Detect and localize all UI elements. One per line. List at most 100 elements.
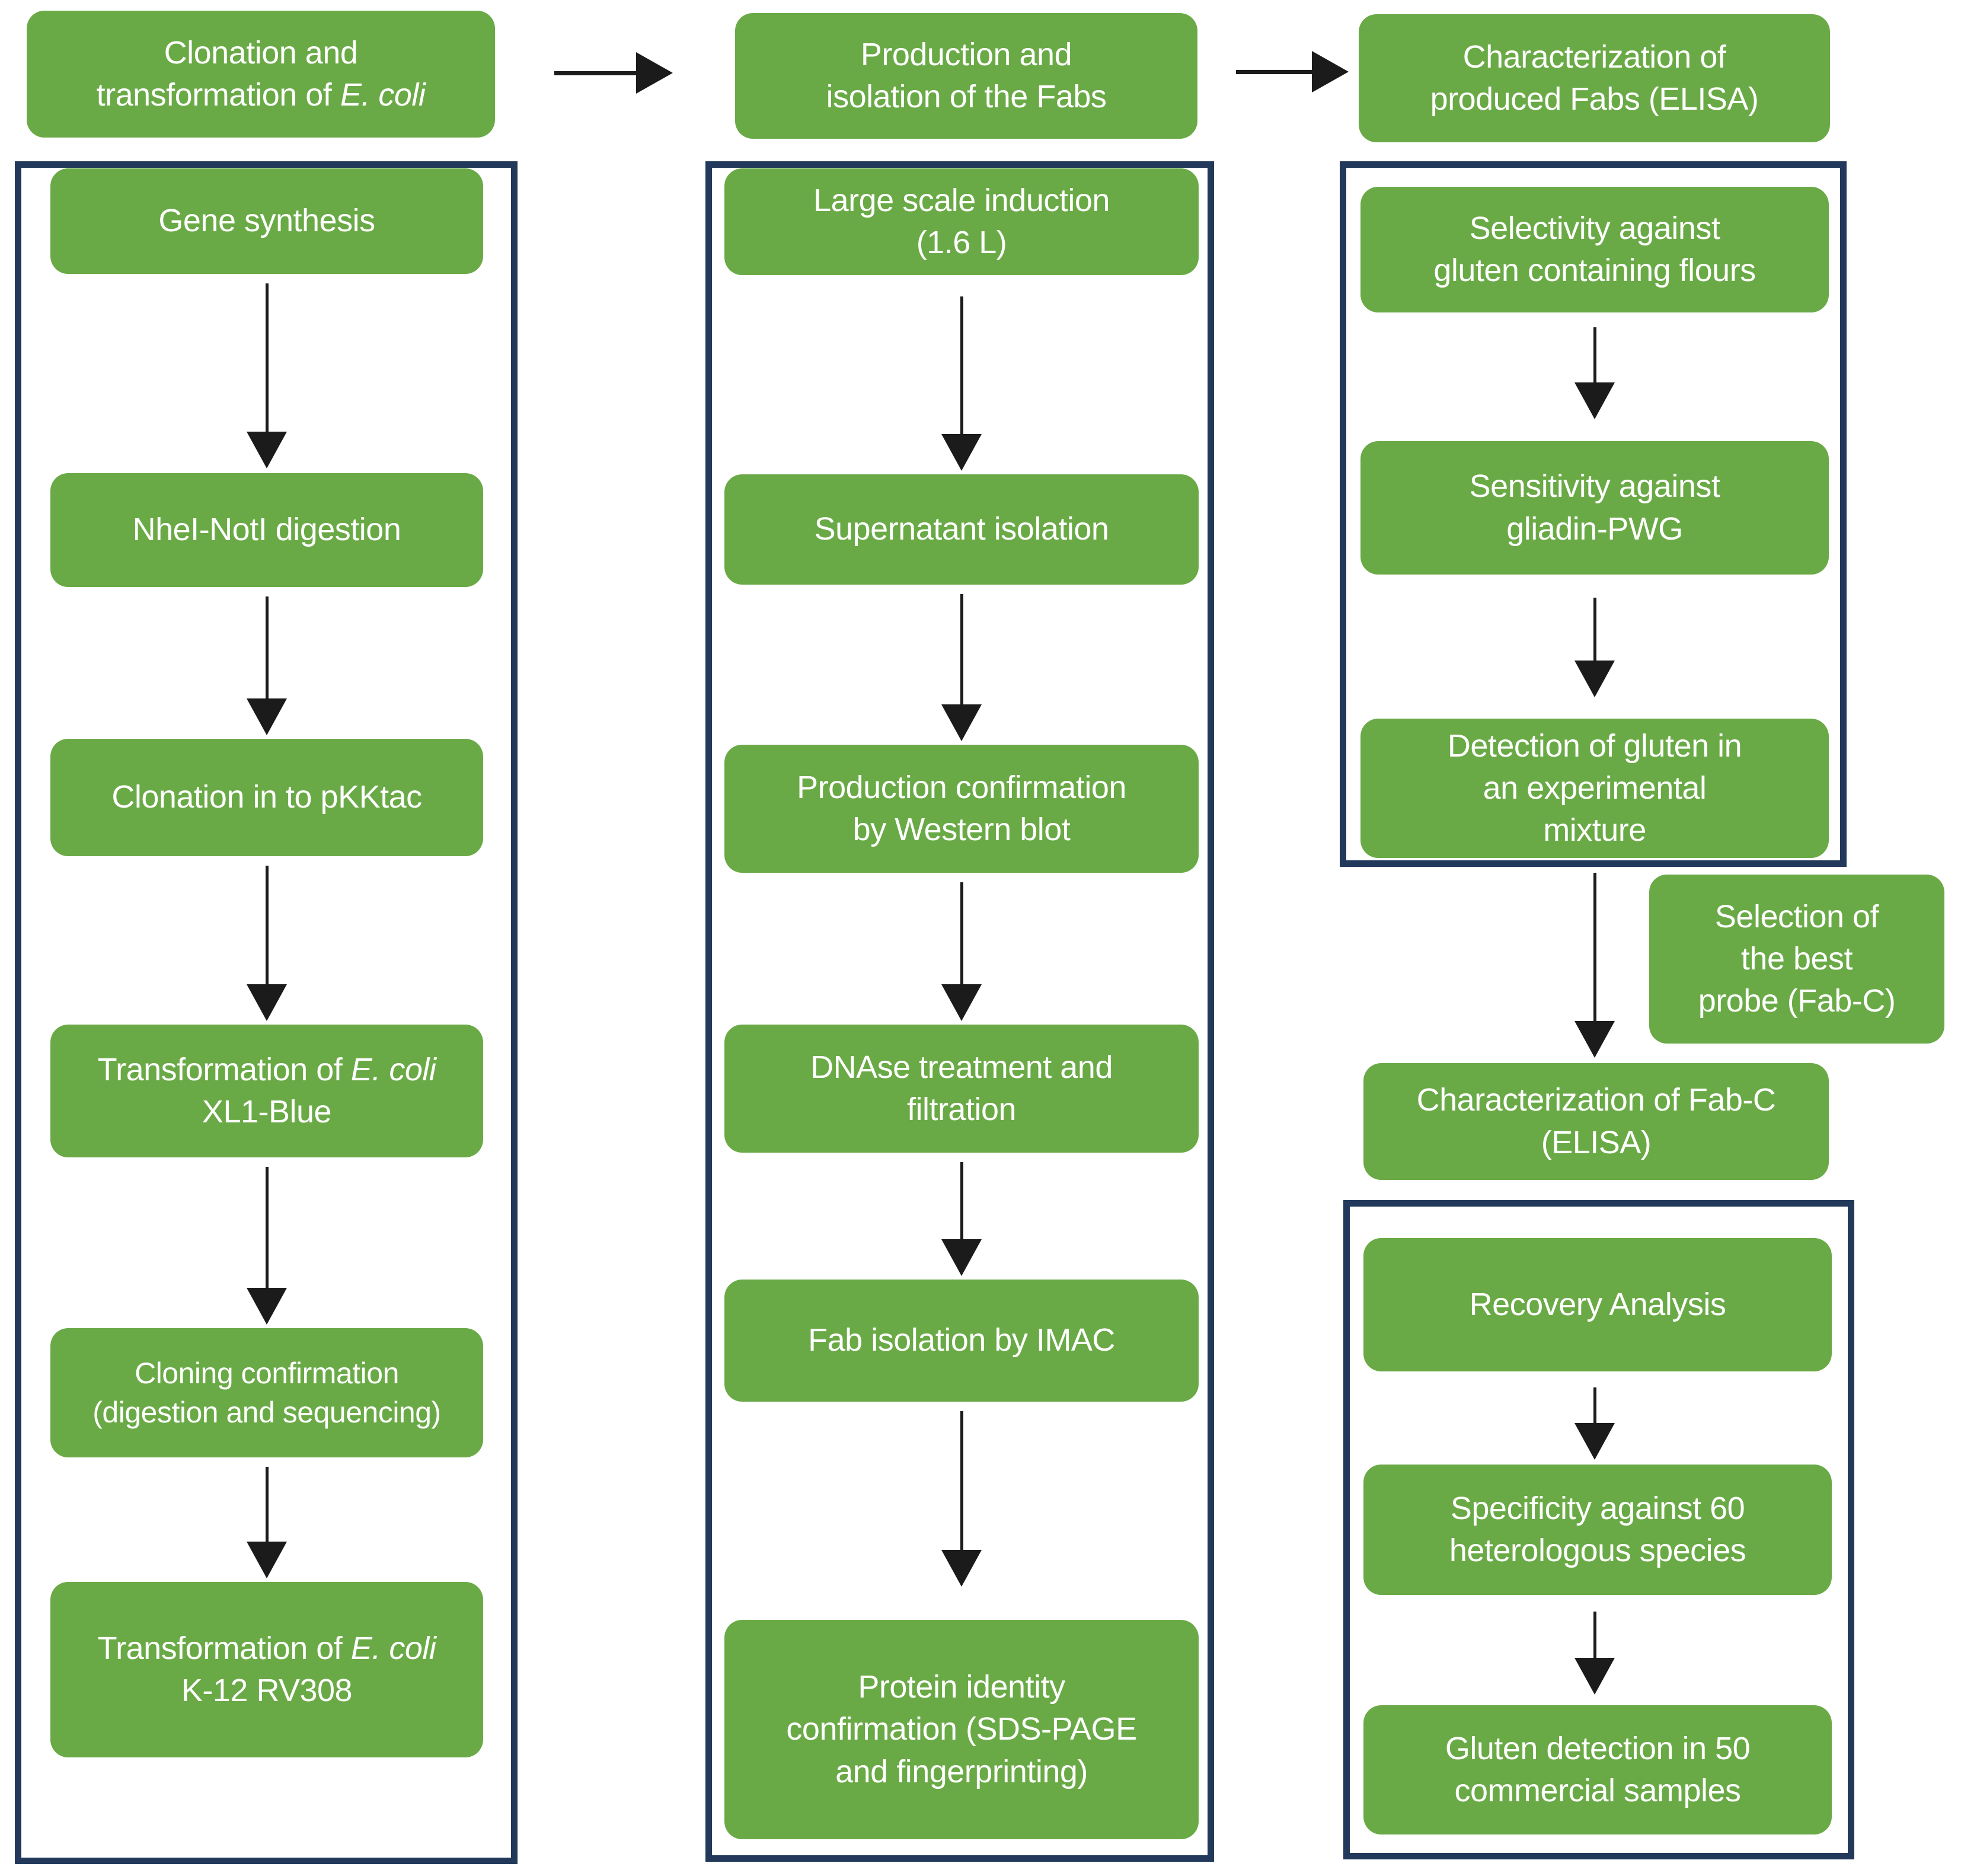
step-label-text: Transformation of: [97, 1630, 351, 1666]
arrow-down-icon: [941, 594, 982, 741]
stage-header-cloning: Clonation and transformation of E. coli: [27, 11, 495, 138]
step-clonation-pkktac: Clonation in to pKKtac: [50, 739, 483, 856]
step-label-line: (1.6 L): [916, 225, 1007, 260]
arrow-right-icon: [554, 52, 673, 94]
step-dnase-treatment-filtration: DNAse treatment and filtration: [724, 1025, 1199, 1153]
step-label-line: Transformation of E. coli: [98, 1628, 436, 1670]
step-label-line: Production and: [860, 36, 1072, 72]
arrow-right-icon: [1236, 50, 1349, 93]
arrow-shaft: [960, 1162, 963, 1239]
step-label-line: NheI-NotI digestion: [132, 512, 401, 548]
step-label-line: heterologous species: [1449, 1533, 1746, 1568]
step-label-line: gliadin-PWG: [1506, 511, 1683, 547]
arrow-head: [247, 1288, 287, 1325]
arrow-shaft: [960, 594, 963, 704]
arrow-down-icon: [246, 1167, 288, 1325]
arrow-down-icon: [1574, 1612, 1615, 1695]
step-label-line: Characterization of Fab-C: [1416, 1082, 1776, 1118]
step-detection-experimental-mixture: Detection of gluten in an experimental m…: [1360, 719, 1829, 858]
step-label-line: Production confirmation: [797, 769, 1126, 805]
step-gene-synthesis: Gene synthesis: [50, 168, 483, 274]
step-label-line: produced Fabs (ELISA): [1430, 81, 1759, 117]
step-label-line: gluten containing flours: [1433, 253, 1756, 288]
step-label-line: Specificity against 60: [1450, 1490, 1745, 1526]
arrow-head: [1312, 51, 1349, 92]
step-specificity-heterologous: Specificity against 60 heterologous spec…: [1363, 1465, 1832, 1595]
arrow-shaft: [960, 296, 963, 434]
species-italic: E. coli: [340, 77, 426, 113]
arrow-head: [1574, 382, 1615, 419]
arrow-shaft: [265, 596, 269, 698]
stage3-frame: [1340, 161, 1847, 867]
step-label-line: Cloning confirmation: [135, 1357, 399, 1390]
step-label-text: transformation of: [96, 77, 340, 113]
arrow-down-icon: [1574, 1387, 1615, 1460]
arrow-shaft: [1593, 598, 1596, 661]
arrow-shaft: [265, 283, 269, 432]
step-characterization-fab-c: Characterization of Fab-C (ELISA): [1363, 1063, 1829, 1180]
stage-header-characterization: Characterization of produced Fabs (ELISA…: [1359, 14, 1830, 142]
step-label-line: Recovery Analysis: [1469, 1286, 1726, 1322]
step-recovery-analysis: Recovery Analysis: [1363, 1238, 1832, 1371]
arrow-shaft: [1236, 69, 1312, 74]
step-selectivity-gluten-flours: Selectivity against gluten containing fl…: [1360, 187, 1829, 312]
step-protein-identity-confirmation: Protein identity confirmation (SDS-PAGE …: [724, 1620, 1199, 1839]
step-label-line: Clonation and: [164, 34, 358, 71]
arrow-head: [1574, 1021, 1615, 1058]
step-label-line: Large scale induction: [813, 182, 1110, 218]
arrow-head: [1574, 1658, 1615, 1695]
arrow-head: [247, 1542, 287, 1578]
arrow-down-icon: [941, 882, 982, 1021]
step-label-line: Gluten detection in 50: [1445, 1730, 1751, 1766]
step-gluten-detection-commercial: Gluten detection in 50 commercial sample…: [1363, 1705, 1832, 1834]
arrow-down-icon: [1574, 598, 1615, 697]
step-label-line: Fab isolation by IMAC: [808, 1322, 1115, 1358]
arrow-down-icon: [246, 283, 288, 468]
step-label-line: (digestion and sequencing): [92, 1396, 441, 1429]
arrow-head: [636, 52, 673, 94]
arrow-down-icon: [941, 1411, 982, 1587]
step-label-line: XL1-Blue: [202, 1094, 332, 1130]
step-label-line: Protein identity: [858, 1669, 1065, 1705]
arrow-head: [1574, 1423, 1615, 1460]
species-italic: E. coli: [350, 1630, 436, 1666]
arrow-down-icon: [1574, 873, 1615, 1058]
step-label-line: an experimental: [1483, 770, 1707, 806]
arrow-shaft: [1593, 327, 1596, 382]
step-label-line: Sensitivity against: [1469, 468, 1720, 505]
stage-header-production: Production and isolation of the Fabs: [735, 13, 1197, 139]
arrow-head: [941, 1239, 982, 1276]
step-supernatant-isolation: Supernatant isolation: [724, 474, 1199, 585]
step-production-confirmation-western: Production confirmation by Western blot: [724, 745, 1199, 873]
arrow-shaft: [265, 866, 269, 984]
step-label-line: DNAse treatment and: [810, 1049, 1113, 1085]
arrow-shaft: [1593, 1612, 1596, 1658]
arrow-head: [941, 984, 982, 1021]
step-sensitivity-gliadin-pwg: Sensitivity against gliadin-PWG: [1360, 441, 1829, 575]
step-label-line: Detection of gluten in: [1447, 728, 1742, 764]
step-label-line: isolation of the Fabs: [826, 79, 1107, 114]
arrow-head: [1574, 661, 1615, 697]
arrow-down-icon: [941, 1162, 982, 1276]
step-label-line: probe (Fab-C): [1698, 983, 1896, 1019]
arrow-shaft: [1593, 1387, 1596, 1423]
arrow-head: [247, 984, 287, 1021]
step-label-text: Transformation of: [97, 1051, 351, 1087]
step-label-line: confirmation (SDS-PAGE: [786, 1711, 1137, 1747]
step-transformation-xl1-blue: Transformation of E. coli XL1-Blue: [50, 1025, 483, 1157]
step-nhei-noti-digestion: NheI-NotI digestion: [50, 473, 483, 587]
step-label-line: Transformation of E. coli: [98, 1049, 436, 1091]
step-label-line: by Western blot: [852, 812, 1071, 847]
stage3b-frame: [1343, 1200, 1854, 1859]
step-cloning-confirmation: Cloning confirmation (digestion and sequ…: [50, 1328, 483, 1457]
step-label-line: Gene synthesis: [158, 203, 375, 239]
arrow-shaft: [960, 1411, 963, 1550]
step-label-line: Characterization of: [1462, 39, 1726, 75]
arrow-down-icon: [1574, 327, 1615, 419]
step-selection-best-probe: Selection of the best probe (Fab-C): [1649, 875, 1944, 1044]
step-label-line: Clonation in to pKKtac: [111, 779, 422, 815]
arrow-head: [247, 698, 287, 735]
step-large-scale-induction: Large scale induction (1.6 L): [724, 168, 1199, 275]
stage1-frame: [15, 161, 518, 1864]
